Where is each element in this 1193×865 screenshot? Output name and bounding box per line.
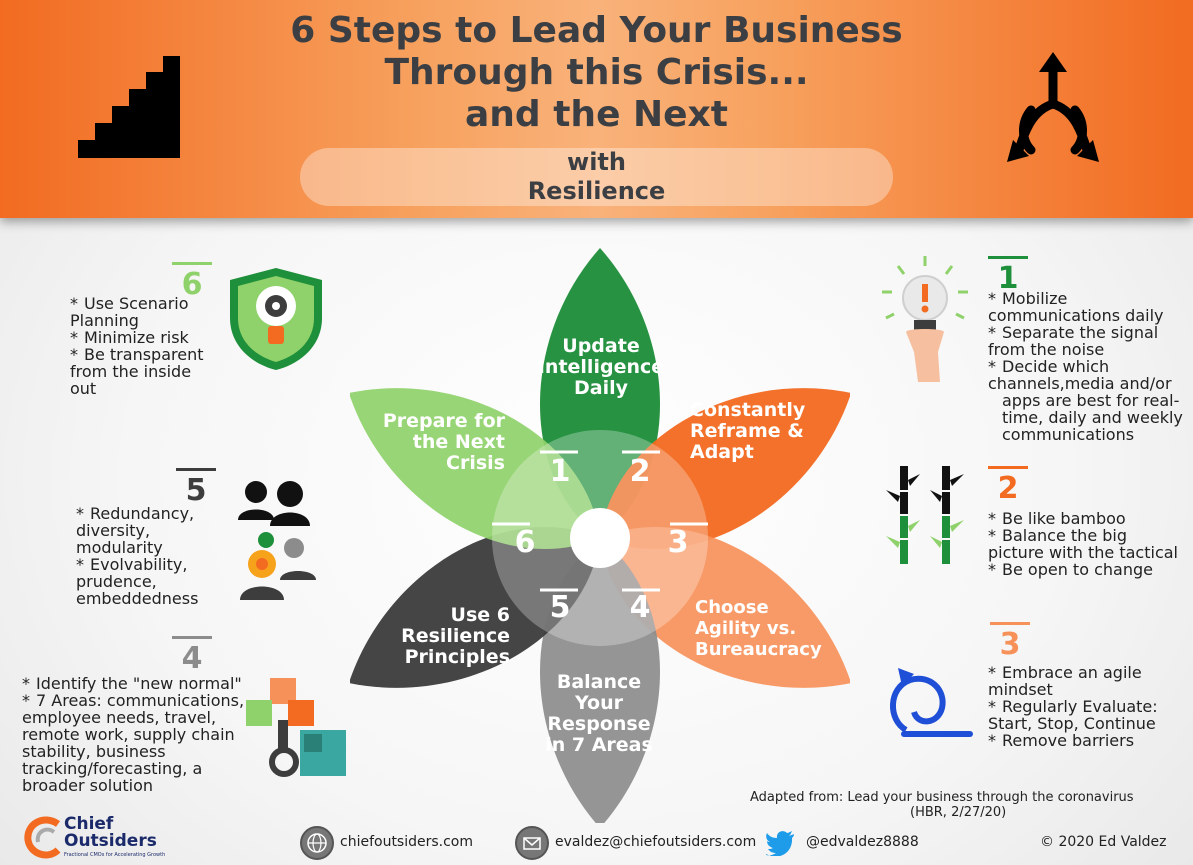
copyright: © 2020 Ed Valdez <box>1040 834 1167 850</box>
header-banner: 6 Steps to Lead Your Business Through th… <box>0 0 1193 218</box>
petal-number-3: 3 <box>667 525 689 560</box>
chief-outsiders-logo: Chief Outsiders Fractional CMOs for Acce… <box>24 816 165 862</box>
petal-number-4: 4 <box>629 590 651 625</box>
step-5-bullets: *Redundancy, diversity, modularity *Evol… <box>76 504 199 608</box>
lightbulb-hand-icon <box>882 256 968 382</box>
petal-label-1: Update Intelligence Daily <box>537 335 665 399</box>
step-2-bullets: *Be like bamboo *Balance the big picture… <box>988 509 1178 579</box>
petal-label-5: Use 6 Resilience Principles <box>401 604 510 668</box>
agile-loop-icon <box>890 668 973 737</box>
puzzle-key-icon <box>246 678 346 777</box>
petal-label-4: Balance Your Response in 7 Areas <box>545 671 653 756</box>
logo-tagline: Fractional CMOs for Accelerating Growth <box>64 852 166 858</box>
resilience-flower <box>350 248 850 823</box>
shield-gear-icon <box>230 268 322 370</box>
subtitle-pill: with Resilience <box>300 148 893 206</box>
step-4-bullets: *Identify the "new normal" *7 Areas: com… <box>22 674 245 795</box>
globe-icon <box>300 826 334 860</box>
email-link[interactable]: evaldez@chiefoutsiders.com <box>555 834 757 850</box>
split-arrows-icon <box>1007 52 1099 162</box>
step-1-number: 1 <box>988 256 1028 295</box>
step-4-number: 4 <box>172 636 212 675</box>
petal-number-2: 2 <box>629 454 651 489</box>
petal-label-3: Choose Agility vs. Bureaucracy <box>695 597 822 660</box>
mail-icon <box>515 826 549 860</box>
logo-text: Chief Outsiders <box>64 814 157 851</box>
step-6-bullets: *Use Scenario Planning *Minimize risk *B… <box>70 294 204 398</box>
petal-number-6: 6 <box>514 525 536 560</box>
step-2-number: 2 <box>988 466 1028 505</box>
petal-number-5: 5 <box>549 590 571 625</box>
petal-label-2: Constantly Reframe & Adapt <box>690 399 806 463</box>
step-6-number: 6 <box>172 262 212 301</box>
people-gears-icon <box>238 481 316 600</box>
twitter-handle[interactable]: @edvaldez8888 <box>806 834 919 850</box>
source-citation: Adapted from: Lead your business through… <box>750 790 1134 820</box>
twitter-icon <box>766 831 794 856</box>
stairs-icon <box>78 56 180 158</box>
petal-label-6: Prepare for the Next Crisis <box>382 410 505 474</box>
bamboo-icon <box>886 466 964 564</box>
website-link[interactable]: chiefoutsiders.com <box>340 834 474 850</box>
petal-number-1: 1 <box>549 454 571 489</box>
page-title: 6 Steps to Lead Your Business Through th… <box>290 10 903 135</box>
step-1-bullets: *Mobilize communications daily *Separate… <box>988 289 1183 444</box>
step-5-number: 5 <box>176 468 216 507</box>
logo-swirl-icon <box>24 816 61 859</box>
step-3-number: 3 <box>990 622 1030 661</box>
step-3-bullets: *Embrace an agile mindset *Regularly Eva… <box>988 663 1158 750</box>
